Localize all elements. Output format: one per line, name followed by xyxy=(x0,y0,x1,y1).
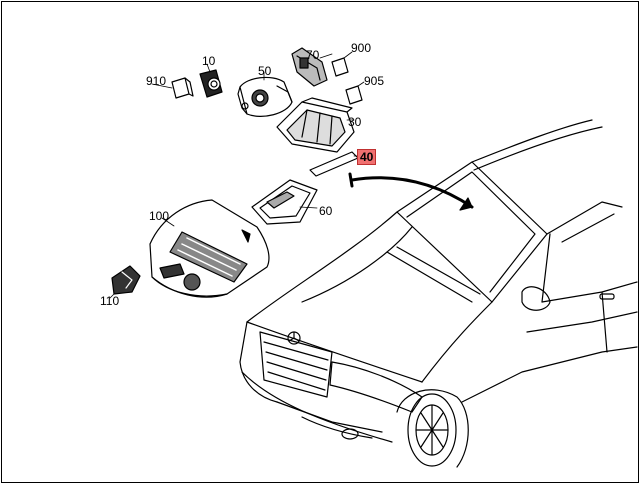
label-100[interactable]: 100 xyxy=(149,209,170,223)
part-50-motor xyxy=(237,71,293,117)
label-60[interactable]: 60 xyxy=(319,204,333,218)
part-70-bracket xyxy=(291,47,333,87)
label-110[interactable]: 110 xyxy=(100,294,120,308)
part-100-housing xyxy=(149,199,270,298)
part-910-connector xyxy=(151,77,194,99)
part-110-sensor xyxy=(109,265,141,299)
label-70[interactable]: 70 xyxy=(306,48,320,62)
label-900[interactable]: 900 xyxy=(351,41,372,55)
label-10[interactable]: 10 xyxy=(202,54,216,68)
part-905-clip xyxy=(345,81,365,105)
part-30-housing xyxy=(276,97,355,153)
label-905[interactable]: 905 xyxy=(364,74,385,88)
pointer-arrow xyxy=(348,172,474,211)
part-40-pad xyxy=(309,151,361,177)
label-30[interactable]: 30 xyxy=(348,115,362,129)
part-900-clip xyxy=(331,51,353,77)
label-40-highlighted[interactable]: 40 xyxy=(357,149,377,165)
label-50[interactable]: 50 xyxy=(258,64,272,78)
part-60-cover xyxy=(251,179,318,225)
label-910[interactable]: 910 xyxy=(146,74,167,88)
car-outline xyxy=(239,119,638,468)
part-10-sensor xyxy=(199,63,223,98)
